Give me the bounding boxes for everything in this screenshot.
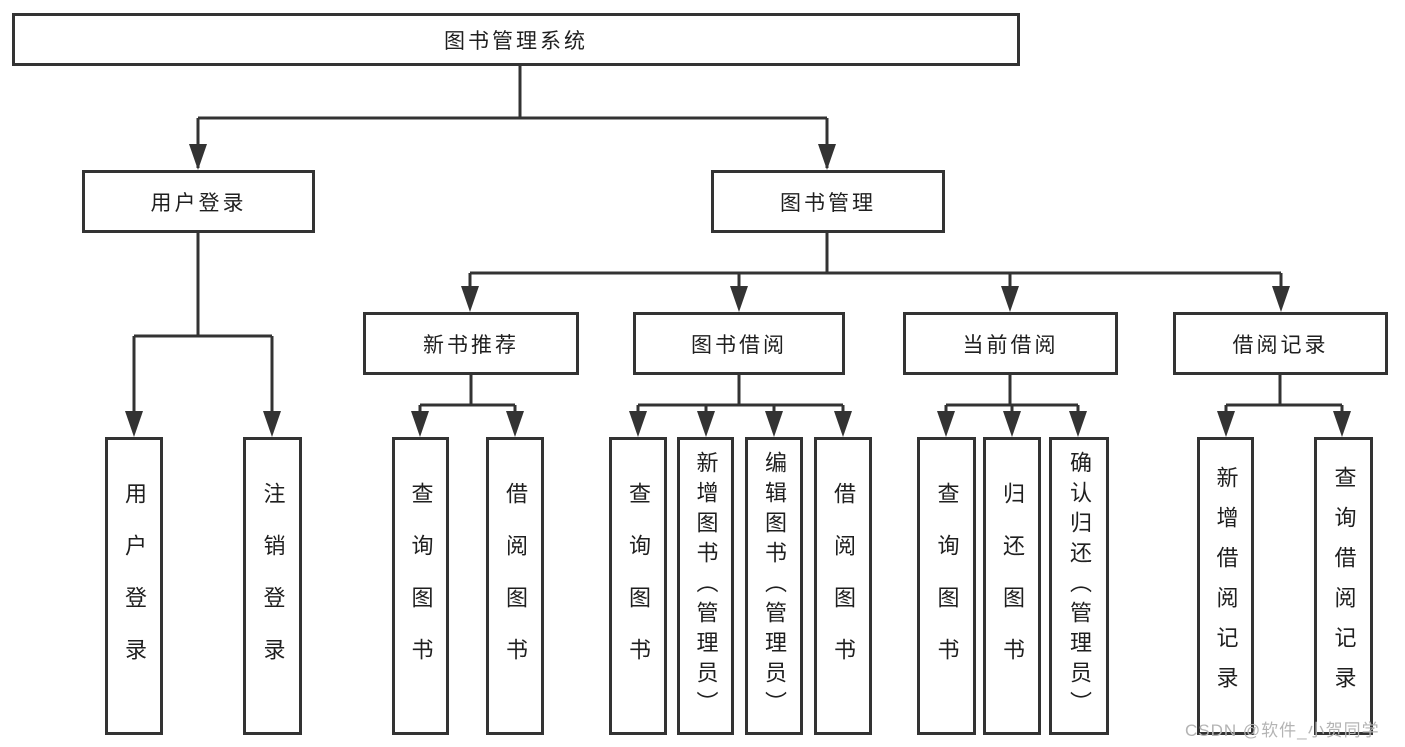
node-borrow-records-label: 借阅记录 [1232, 333, 1329, 357]
node-root-label: 图书管理系统 [444, 29, 588, 53]
leaf-br-add-record-label: 新增借阅记录 [1213, 466, 1239, 706]
node-book-borrow-label: 图书借阅 [691, 333, 787, 357]
leaf-nb-borrow-books: 借阅图书 [486, 437, 544, 735]
leaf-bb-add-books-admin: 新增图书（管理员） [677, 437, 734, 735]
leaf-cb-query-books: 查询图书 [917, 437, 976, 735]
node-book-management-label: 图书管理 [780, 191, 876, 215]
leaf-br-query-record: 查询借阅记录 [1314, 437, 1373, 735]
leaf-bb-add-books-admin-label: 新增图书（管理员） [693, 451, 719, 721]
node-current-borrow: 当前借阅 [903, 312, 1118, 375]
node-new-book-recommend: 新书推荐 [363, 312, 579, 375]
leaf-bb-edit-books-admin-label: 编辑图书（管理员） [762, 451, 787, 721]
node-book-management: 图书管理 [711, 170, 945, 233]
leaf-nb-borrow-books-label: 借阅图书 [503, 482, 528, 690]
leaf-cb-return-books-label: 归还图书 [1000, 482, 1025, 690]
leaf-logout: 注销登录 [243, 437, 302, 735]
node-current-borrow-label: 当前借阅 [962, 333, 1059, 357]
leaf-cb-confirm-return-admin-label: 确认归还（管理员） [1067, 451, 1092, 721]
leaf-br-add-record: 新增借阅记录 [1197, 437, 1254, 735]
arrowhead-icons [125, 144, 1351, 437]
leaf-cb-return-books: 归还图书 [983, 437, 1041, 735]
leaf-nb-query-books-label: 查询图书 [408, 482, 434, 690]
leaf-bb-borrow-books-label: 借阅图书 [831, 482, 856, 690]
node-root: 图书管理系统 [12, 13, 1020, 66]
node-user-login: 用户登录 [82, 170, 315, 233]
leaf-bb-query-books: 查询图书 [609, 437, 667, 735]
leaf-cb-query-books-label: 查询图书 [934, 482, 960, 690]
leaf-bb-edit-books-admin: 编辑图书（管理员） [745, 437, 803, 735]
watermark: CSDN @软件_小贺同学 [1185, 721, 1380, 740]
node-borrow-records: 借阅记录 [1173, 312, 1388, 375]
leaf-bb-query-books-label: 查询图书 [626, 482, 651, 690]
leaf-user-login: 用户登录 [105, 437, 163, 735]
leaf-cb-confirm-return-admin: 确认归还（管理员） [1049, 437, 1109, 735]
node-new-book-recommend-label: 新书推荐 [423, 333, 519, 357]
node-book-borrow: 图书借阅 [633, 312, 845, 375]
leaf-logout-label: 注销登录 [260, 482, 286, 690]
leaf-nb-query-books: 查询图书 [392, 437, 449, 735]
node-user-login-label: 用户登录 [150, 191, 247, 215]
leaf-bb-borrow-books: 借阅图书 [814, 437, 872, 735]
leaf-br-query-record-label: 查询借阅记录 [1331, 466, 1357, 706]
leaf-user-login-label: 用户登录 [122, 482, 147, 690]
